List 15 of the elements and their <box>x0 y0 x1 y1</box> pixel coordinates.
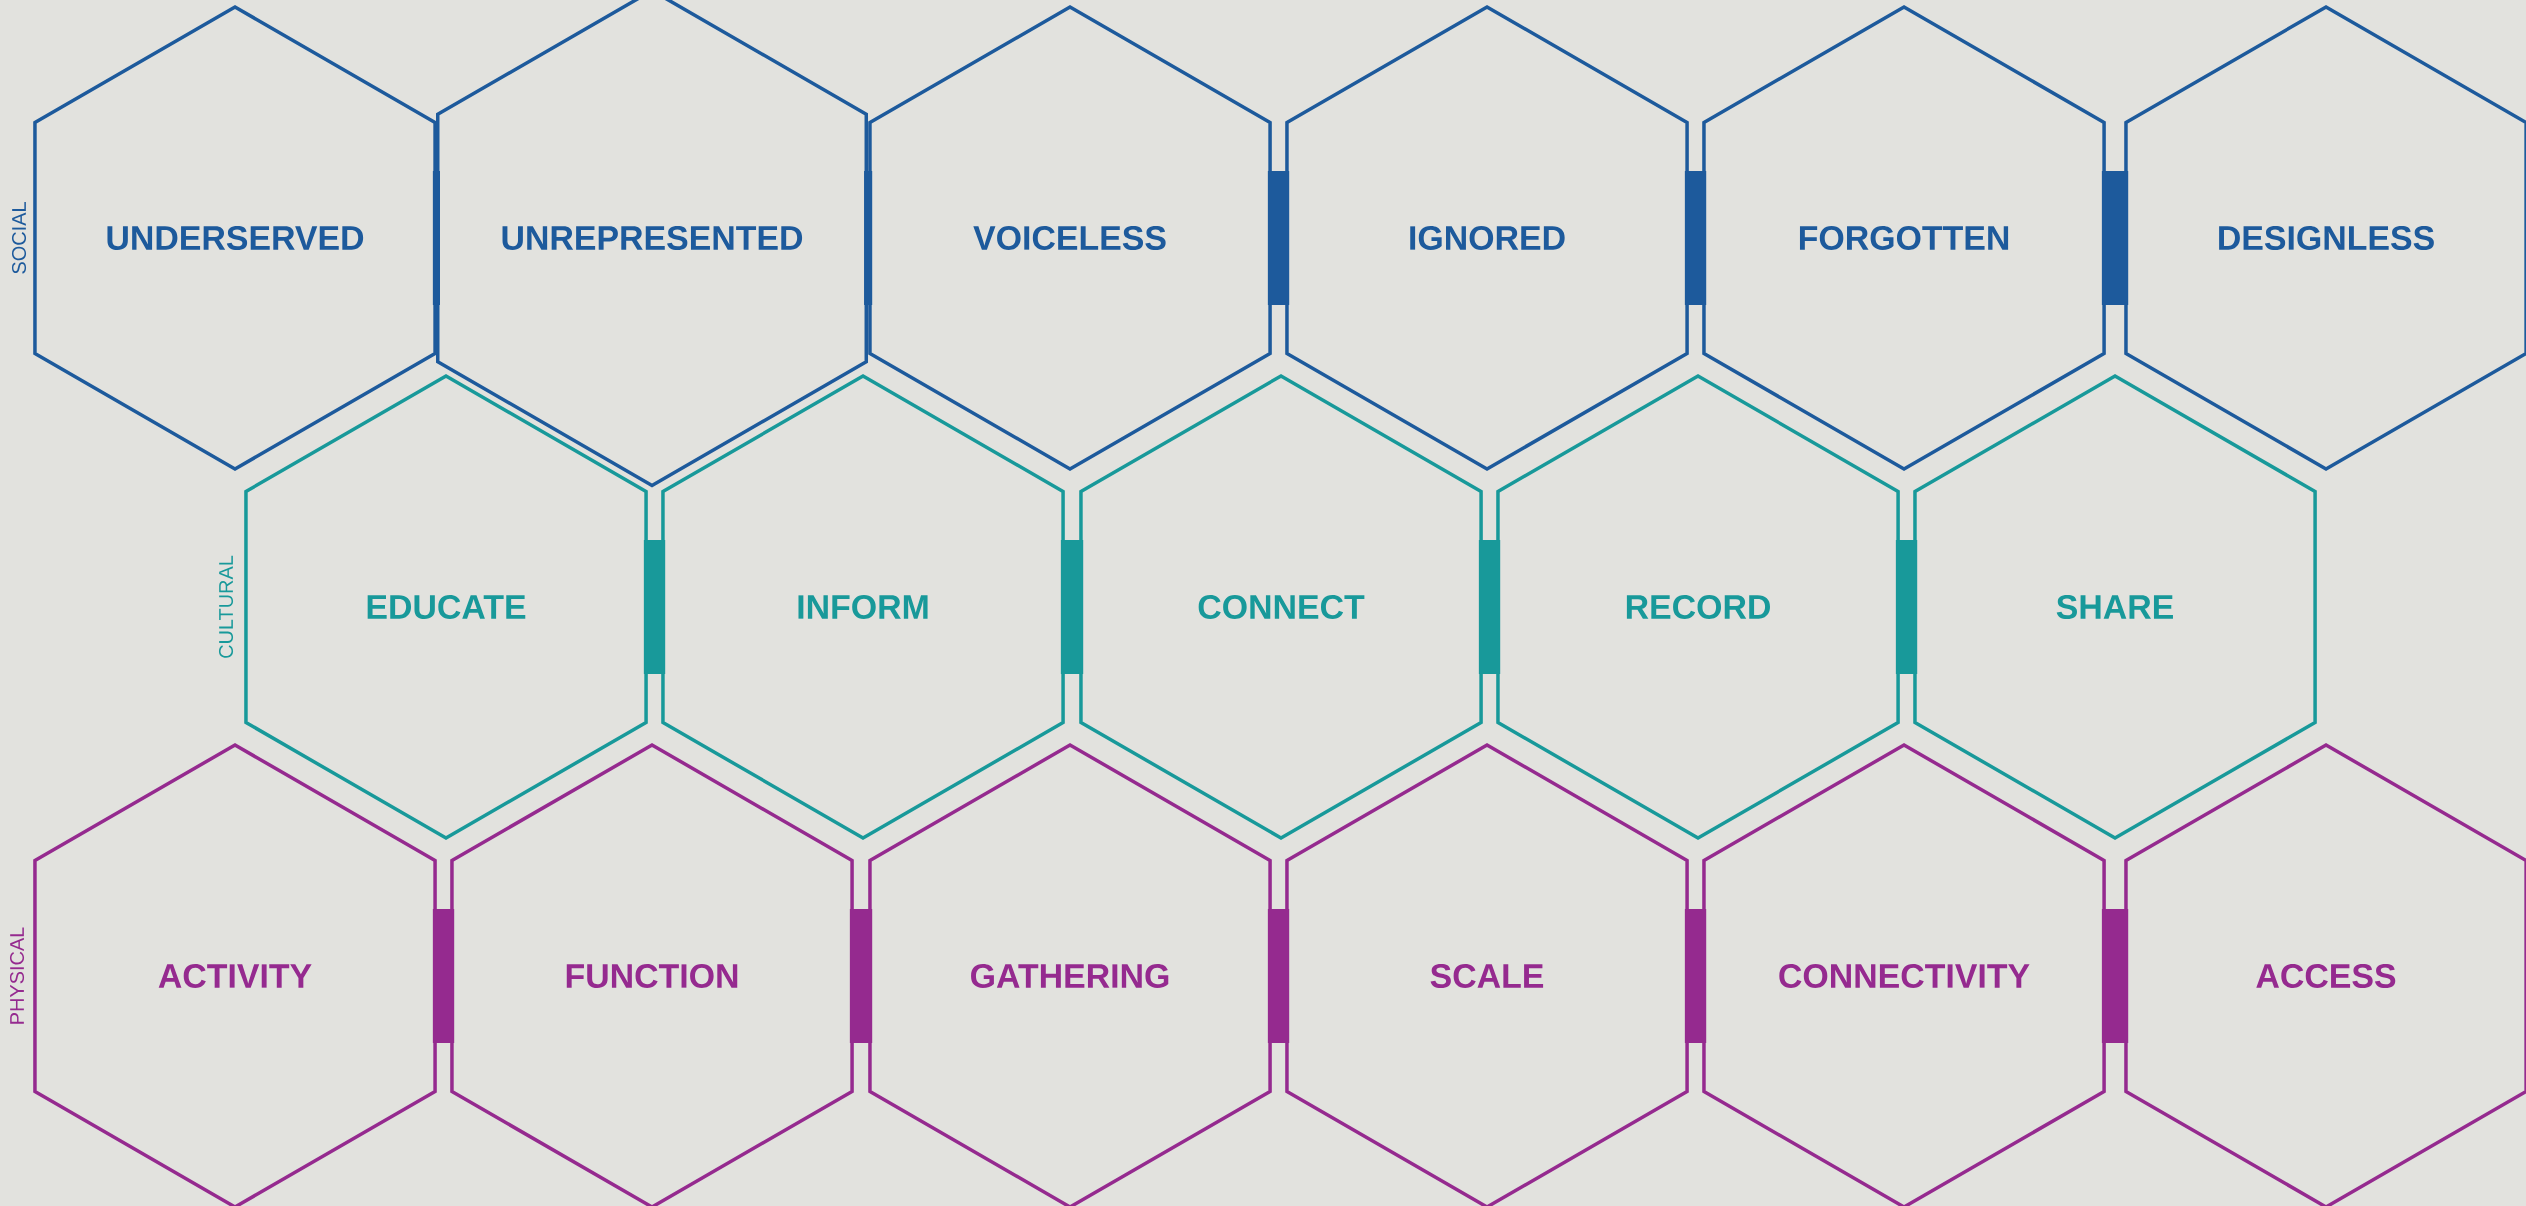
connector-bar <box>1684 171 1707 305</box>
connector-bar <box>1895 540 1918 674</box>
connector-bar <box>1478 540 1501 674</box>
connector-bar <box>1267 909 1290 1043</box>
connector-bar <box>1060 540 1084 674</box>
connector-bar <box>2101 909 2129 1043</box>
connector-bar <box>849 909 873 1043</box>
connector-bar <box>432 171 440 305</box>
connector-bar <box>1267 171 1290 305</box>
connector-bar <box>432 909 455 1043</box>
hexagon: UNREPRESENTED <box>436 0 868 488</box>
connector-bar <box>2101 171 2129 305</box>
connector-bar <box>1684 909 1707 1043</box>
connector-bar <box>864 171 873 305</box>
connector-bar <box>643 540 666 674</box>
